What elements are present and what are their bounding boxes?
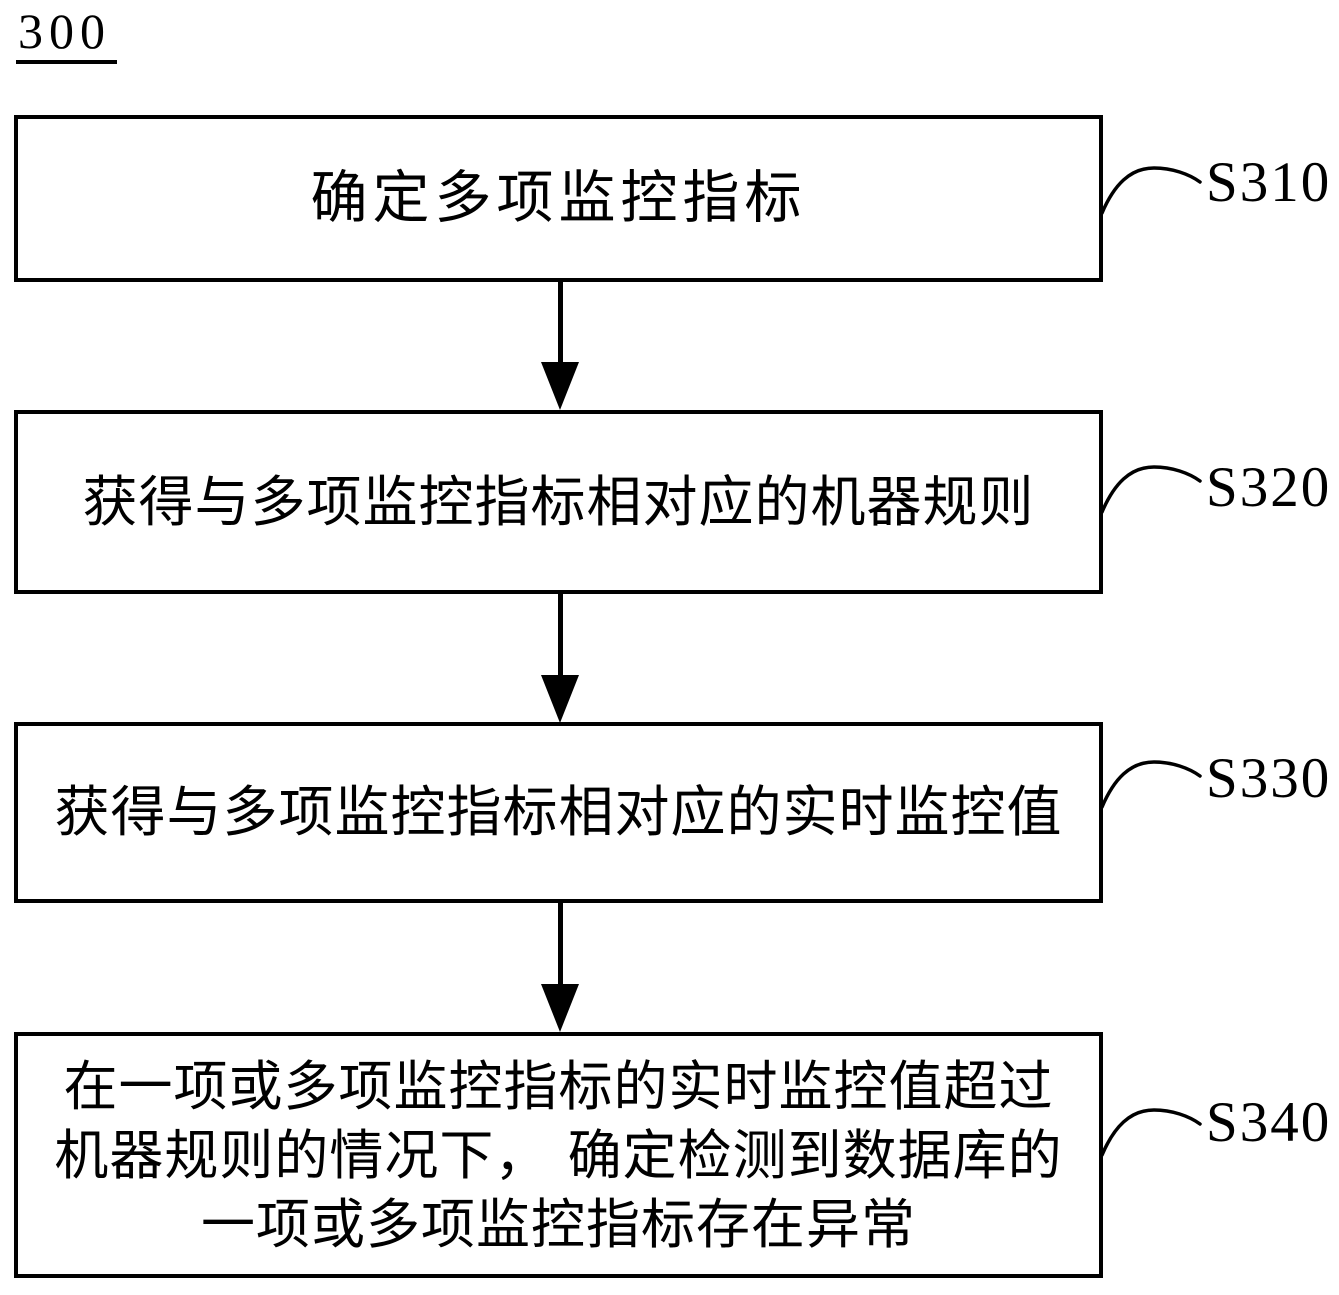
step-box-s320: 获得与多项监控指标相对应的机器规则 bbox=[14, 410, 1103, 594]
step-id-s340: S340 bbox=[1206, 1091, 1332, 1154]
step-s340-text-line2: 机器规则的情况下， 确定检测到数据库的 bbox=[54, 1123, 1063, 1187]
step-s340-text-line1: 在一项或多项监控指标的实时监控值超过 bbox=[63, 1054, 1054, 1118]
step-id-s310: S310 bbox=[1206, 151, 1332, 214]
flow-arrow-1-head bbox=[541, 362, 579, 410]
leader-curve-s340 bbox=[1100, 1108, 1202, 1157]
step-s330-text: 获得与多项监控指标相对应的实时监控值 bbox=[54, 780, 1063, 844]
step-s320-text: 获得与多项监控指标相对应的机器规则 bbox=[82, 469, 1035, 534]
flow-arrow-3-stem bbox=[558, 903, 563, 987]
flow-arrow-2-stem bbox=[558, 594, 563, 678]
step-id-s320: S320 bbox=[1206, 456, 1332, 519]
step-s340-text-line3: 一项或多项监控指标存在异常 bbox=[201, 1192, 916, 1256]
flow-arrow-2-head bbox=[541, 675, 579, 723]
step-box-s330: 获得与多项监控指标相对应的实时监控值 bbox=[14, 722, 1103, 903]
step-box-s310: 确定多项监控指标 bbox=[14, 115, 1103, 282]
leader-curve-s330 bbox=[1100, 760, 1202, 809]
leader-curve-s320 bbox=[1100, 465, 1202, 514]
step-box-s340: 在一项或多项监控指标的实时监控值超过 机器规则的情况下， 确定检测到数据库的 一… bbox=[14, 1032, 1103, 1278]
figure-number: 300 bbox=[16, 4, 117, 64]
leader-curve-s310 bbox=[1100, 166, 1202, 215]
flow-arrow-3-head bbox=[541, 984, 579, 1032]
step-id-s330: S330 bbox=[1206, 747, 1332, 810]
step-s310-text: 确定多项监控指标 bbox=[310, 165, 807, 231]
flow-arrow-1-stem bbox=[558, 282, 563, 366]
